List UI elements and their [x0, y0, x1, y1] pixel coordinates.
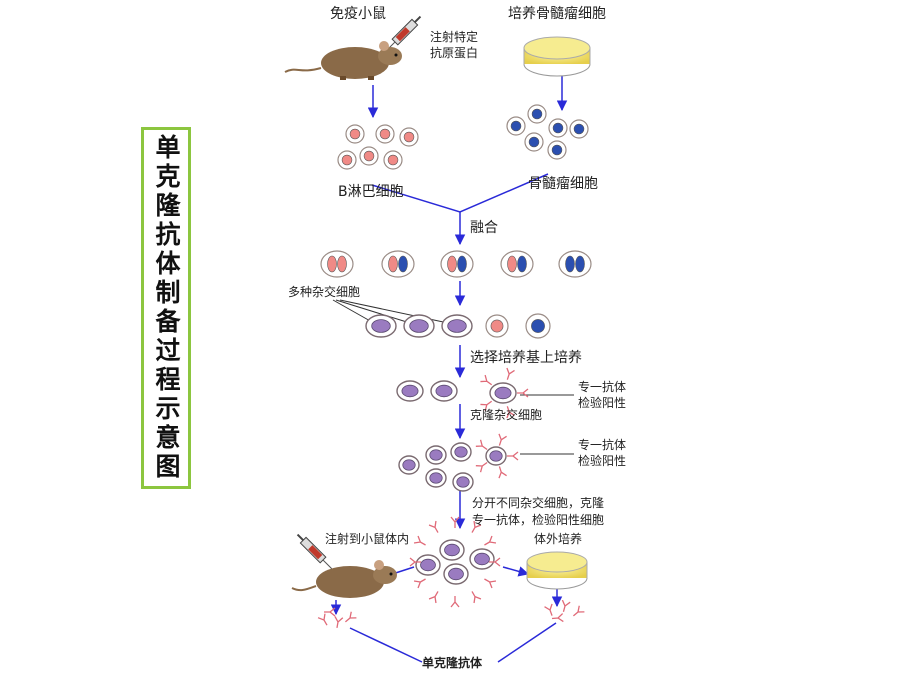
clone-cell-1 [398, 455, 420, 475]
clone-cell-3 [450, 442, 472, 462]
label-separate-2: 专一抗体，检验阳性细胞 [472, 513, 605, 527]
petri-dish-icon-bottom [526, 551, 588, 590]
hybrid-cell-3 [441, 314, 473, 338]
label-antibody-positive-1b: 检验阳性 [578, 396, 627, 410]
fused-cell-mm [558, 250, 592, 278]
hybrid-cell-1 [365, 314, 397, 338]
unfused-myeloma-cell [525, 313, 551, 339]
antibody-ring-cluster [409, 516, 501, 608]
clone-cell-positive [485, 446, 507, 466]
label-inject-antigen-1: 注射特定 [430, 30, 479, 44]
b-cell-6 [383, 150, 403, 170]
cluster-cell-2 [415, 554, 441, 576]
selected-cell-1 [396, 380, 424, 402]
syringe-icon-bottom [296, 533, 334, 571]
diagram-title: 单克隆抗体制备过程示意图 [152, 134, 181, 482]
label-immunized-mouse: 免疫小鼠 [330, 6, 386, 22]
antibody-ring-1 [480, 367, 529, 419]
cluster-cell-4 [469, 548, 495, 570]
title-box: 单克隆抗体制备过程示意图 [141, 127, 191, 489]
myeloma-cell-4 [569, 119, 589, 139]
label-inject-antigen-2: 抗原蛋白 [430, 46, 479, 60]
clone-cell-5 [452, 472, 474, 492]
b-cell-4 [337, 150, 357, 170]
label-monoclonal-antibody: 单克隆抗体 [422, 656, 483, 670]
myeloma-cell-1 [506, 116, 526, 136]
arrow-cluster-to-dish [502, 566, 530, 577]
antibody-test-lines [520, 394, 574, 455]
syringe-icon-top [384, 15, 422, 53]
antibody-group-dish [544, 599, 585, 623]
label-clone-hybrid: 克隆杂交细胞 [470, 408, 543, 422]
fused-cell-bm-2 [440, 250, 474, 278]
label-inject-mouse: 注射到小鼠体内 [325, 532, 410, 546]
cell-layer [317, 104, 592, 629]
label-fusion: 融合 [470, 220, 498, 236]
label-antibody-positive-1a: 专一抗体 [578, 380, 627, 394]
label-in-vitro-culture: 体外培养 [534, 532, 583, 546]
label-myeloma-cell: 骨髓瘤细胞 [528, 176, 598, 192]
myeloma-cell-5 [524, 132, 544, 152]
b-cell-2 [375, 124, 395, 144]
b-cell-5 [359, 146, 379, 166]
mouse-icon-top [284, 41, 402, 80]
antibody-ring-2 [475, 433, 519, 479]
myeloma-cell-3 [548, 118, 568, 138]
label-selective-culture: 选择培养基上培养 [470, 350, 582, 366]
petri-dish-icon-top [523, 36, 591, 77]
cluster-cell-1 [439, 539, 465, 561]
label-cultured-myeloma: 培养骨髓瘤细胞 [508, 6, 606, 22]
label-hybrid-cells: 多种杂交细胞 [288, 285, 361, 299]
cluster-cell-3 [443, 563, 469, 585]
label-separate-1: 分开不同杂交细胞，克隆 [472, 496, 605, 510]
fused-cell-bb [320, 250, 354, 278]
selected-cell-positive [489, 382, 517, 404]
arrow-to-monoclonal-antibody [349, 622, 557, 663]
label-antibody-positive-2b: 检验阳性 [578, 454, 627, 468]
myeloma-cell-2 [527, 104, 547, 124]
selected-cell-2 [430, 380, 458, 402]
fused-cell-bm-1 [381, 250, 415, 278]
label-b-cell: B淋巴细胞 [338, 184, 404, 200]
b-cell-3 [399, 127, 419, 147]
mouse-icon-bottom [291, 560, 397, 598]
hybrid-cell-2 [403, 314, 435, 338]
clone-cell-4 [425, 468, 447, 488]
clone-cell-2 [425, 445, 447, 465]
label-antibody-positive-2a: 专一抗体 [578, 438, 627, 452]
b-cell-1 [345, 124, 365, 144]
unfused-b-cell [485, 314, 509, 338]
antibody-group-mouse [317, 607, 357, 629]
fused-cell-bm-3 [500, 250, 534, 278]
myeloma-cell-6 [547, 140, 567, 160]
flow-arrows [330, 76, 568, 663]
